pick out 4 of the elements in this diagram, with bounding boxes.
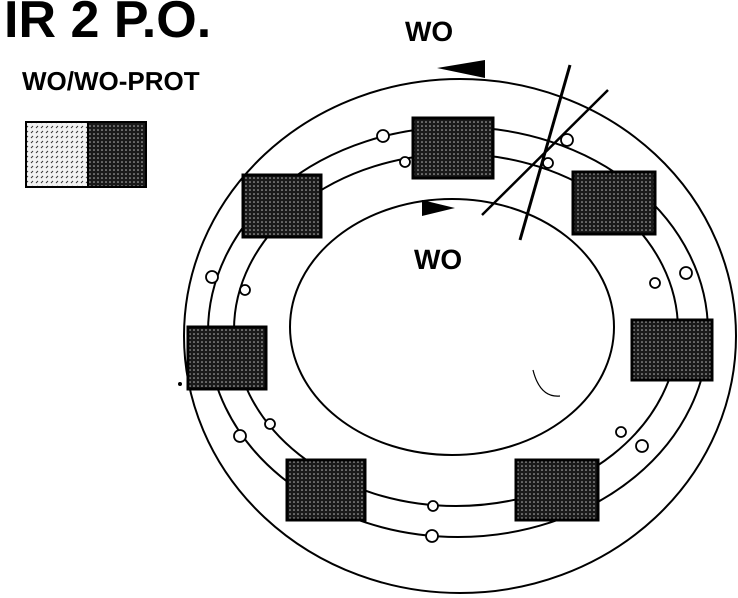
beam-label: WO	[405, 18, 454, 46]
title: IR 2 P.O.	[4, 0, 212, 46]
beam-label: WO	[414, 246, 462, 274]
beam-label: WO/WO-PROT	[22, 68, 200, 94]
